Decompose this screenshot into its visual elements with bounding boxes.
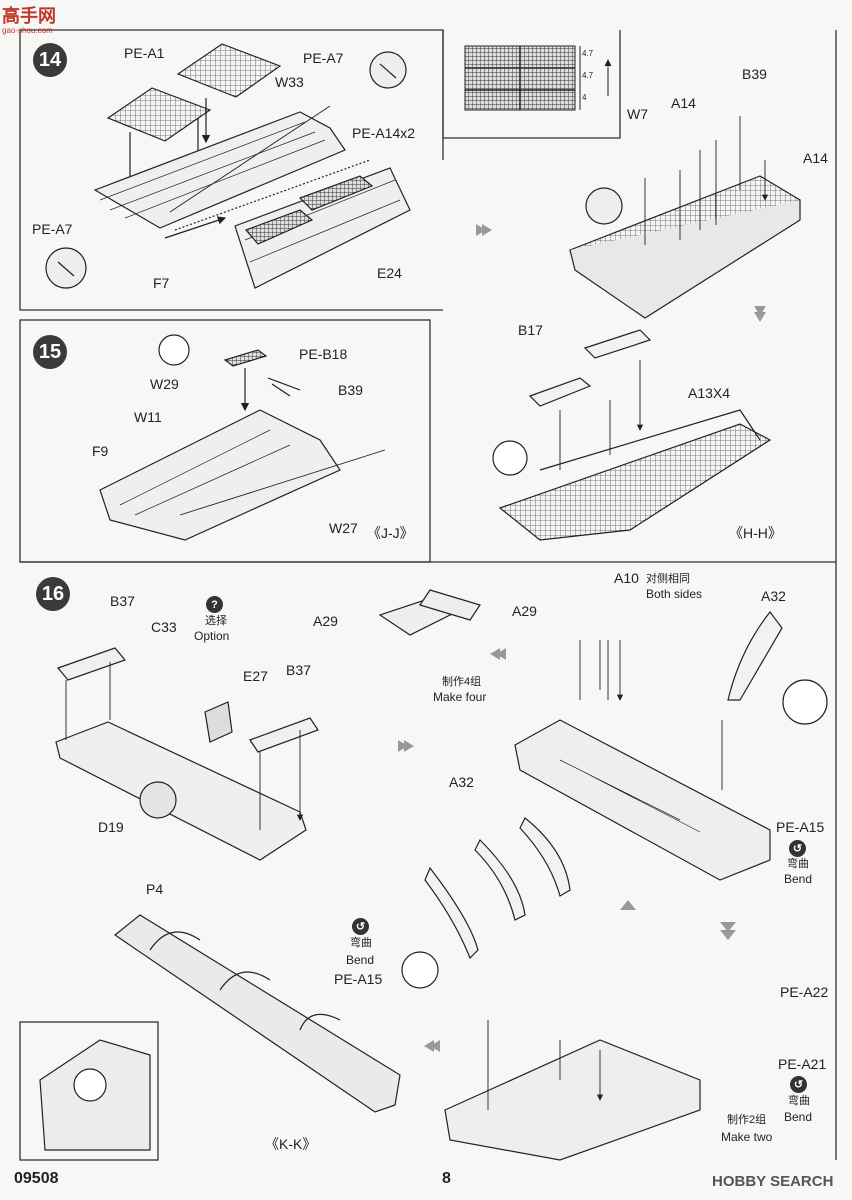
bend-icon-right: ↺ bbox=[789, 840, 806, 857]
label-w27: W27 bbox=[329, 520, 358, 536]
label-pe-a15-left: PE-A15 bbox=[334, 971, 383, 987]
label-c33: C33 bbox=[151, 619, 177, 635]
site-logo: 高手网 gao-shou.com bbox=[2, 6, 74, 40]
step15-drawing bbox=[99, 334, 386, 541]
step16-a29-drawing bbox=[378, 589, 481, 636]
label-both-sides-en: Both sides bbox=[646, 587, 703, 601]
view-label-kk: 《K-K》 bbox=[265, 1136, 317, 1152]
label-pe-b18: PE-B18 bbox=[299, 346, 348, 362]
label-bend-en-left: Bend bbox=[346, 953, 375, 967]
footer-watermark: HOBBY SEARCH bbox=[712, 1173, 834, 1190]
label-pe-a21: PE-A21 bbox=[778, 1056, 827, 1072]
label-make-two-en: Make two bbox=[721, 1130, 773, 1144]
process-arrows bbox=[398, 224, 766, 1052]
label-both-sides-cn: 对侧相同 bbox=[646, 573, 690, 585]
label-bend-cn-right: 弯曲 bbox=[787, 858, 809, 870]
label-b17: B17 bbox=[518, 322, 543, 338]
label-w11: W11 bbox=[134, 409, 162, 425]
label-a29-left: A29 bbox=[313, 613, 338, 629]
bend-icon-bottom: ↺ bbox=[790, 1076, 807, 1093]
label-a32-right: A32 bbox=[761, 588, 786, 604]
label-a14-top: A14 bbox=[671, 95, 696, 111]
step-14-number: 14 bbox=[33, 43, 67, 77]
label-pe-a14x2: PE-A14x2 bbox=[352, 125, 416, 141]
label-pe-a7-top: PE-A7 bbox=[303, 50, 344, 66]
view-label-jj: 《J-J》 bbox=[367, 525, 414, 541]
label-a32-mid: A32 bbox=[449, 774, 474, 790]
label-p4: P4 bbox=[146, 881, 164, 897]
step15b-drawing bbox=[492, 329, 772, 541]
label-pe-a22: PE-A22 bbox=[780, 984, 829, 1000]
label-e24: E24 bbox=[377, 265, 402, 281]
label-b39-step15: B39 bbox=[338, 382, 363, 398]
gauge-value-2: 4.7 bbox=[582, 71, 594, 80]
step16-bottom-drawing bbox=[424, 817, 701, 1161]
footer-page-number: 8 bbox=[442, 1170, 451, 1187]
label-bend-cn-left: 弯曲 bbox=[350, 937, 372, 949]
label-b37-mid: B37 bbox=[286, 662, 311, 678]
step14-drawing bbox=[45, 43, 411, 289]
label-f7: F7 bbox=[153, 275, 170, 291]
detail-inset-drawing bbox=[39, 1039, 151, 1151]
footer-product-code: 09508 bbox=[14, 1170, 59, 1187]
bend-icon-left: ↺ bbox=[352, 918, 369, 935]
step16-left-drawing bbox=[55, 647, 319, 861]
label-w33: W33 bbox=[275, 74, 304, 90]
site-logo-text: 高手网 bbox=[2, 6, 56, 26]
step16-right-drawing bbox=[514, 611, 828, 881]
option-question-icon: ? bbox=[206, 596, 223, 613]
label-make-two-cn: 制作2组 bbox=[727, 1114, 767, 1126]
panel-frames bbox=[19, 29, 837, 1161]
label-w7: W7 bbox=[627, 106, 648, 122]
label-option-cn: 选择 bbox=[205, 615, 227, 627]
label-a29-right: A29 bbox=[512, 603, 537, 619]
label-make-four-cn: 制作4组 bbox=[442, 676, 482, 688]
label-e27: E27 bbox=[243, 668, 268, 684]
label-a14-right: A14 bbox=[803, 150, 828, 166]
step16-kk-drawing bbox=[113, 914, 439, 1113]
mesh-gauge bbox=[464, 45, 612, 111]
label-bend-en-right: Bend bbox=[784, 872, 813, 886]
label-b39-top: B39 bbox=[742, 66, 767, 82]
label-bend-cn-bottom: 弯曲 bbox=[788, 1095, 810, 1107]
step14b-drawing bbox=[568, 116, 802, 319]
site-logo-subtext: gao-shou.com bbox=[2, 26, 53, 35]
label-option-en: Option bbox=[194, 629, 230, 643]
gauge-value-3: 4 bbox=[582, 93, 587, 102]
view-label-hh: 《H-H》 bbox=[729, 525, 782, 541]
label-bend-en-bottom: Bend bbox=[784, 1110, 813, 1124]
label-make-four-en: Make four bbox=[433, 690, 487, 704]
label-b37-left: B37 bbox=[110, 593, 135, 609]
label-pe-a7-left: PE-A7 bbox=[32, 221, 73, 237]
label-a10: A10 bbox=[614, 570, 639, 586]
label-w29: W29 bbox=[150, 376, 179, 392]
label-a13x4: A13X4 bbox=[688, 385, 731, 401]
step-16-number: 16 bbox=[36, 577, 70, 611]
gauge-value-1: 4.7 bbox=[582, 49, 594, 58]
label-d19: D19 bbox=[98, 819, 124, 835]
label-f9: F9 bbox=[92, 443, 109, 459]
label-pe-a15-right: PE-A15 bbox=[776, 819, 825, 835]
step-15-number: 15 bbox=[33, 335, 67, 369]
label-pe-a1: PE-A1 bbox=[124, 45, 165, 61]
